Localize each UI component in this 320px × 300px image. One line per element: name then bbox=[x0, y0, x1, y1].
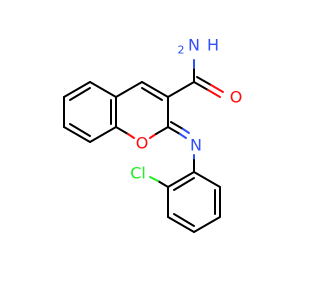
amide-hydrogen-count: 2 bbox=[178, 44, 185, 57]
amide-hydrogen-label: H bbox=[207, 36, 219, 55]
bond bbox=[196, 76, 212, 86]
bond bbox=[115, 126, 129, 135]
bond bbox=[182, 128, 190, 134]
bond bbox=[89, 81, 117, 98]
imine-nitrogen-label: N bbox=[190, 136, 202, 155]
bond bbox=[167, 216, 195, 233]
ring-oxygen-label: O bbox=[136, 134, 149, 153]
bond bbox=[157, 180, 169, 188]
imine-group bbox=[167, 121, 195, 173]
bond bbox=[69, 123, 91, 137]
carboxamide-group bbox=[167, 59, 224, 98]
background bbox=[0, 0, 300, 300]
pyran-ring bbox=[115, 81, 169, 139]
chlorophenyl-ring bbox=[149, 171, 221, 233]
bond bbox=[115, 81, 143, 98]
bond bbox=[63, 126, 91, 143]
bond bbox=[127, 133, 135, 139]
amide-nitrogen-label: N bbox=[188, 36, 200, 55]
bond bbox=[89, 126, 117, 143]
bond bbox=[173, 177, 195, 191]
structure-diagram: N H 2 O O N Cl bbox=[0, 0, 300, 300]
bond bbox=[173, 213, 195, 227]
benzo-ring bbox=[63, 81, 117, 143]
bond bbox=[179, 133, 187, 139]
bond bbox=[149, 133, 157, 139]
bond bbox=[193, 81, 209, 91]
chlorine-label: Cl bbox=[130, 164, 146, 183]
carbonyl-oxygen-label: O bbox=[230, 88, 243, 107]
bond bbox=[141, 87, 163, 101]
bond bbox=[141, 81, 169, 98]
bond bbox=[155, 126, 169, 135]
bond bbox=[167, 171, 195, 188]
bond bbox=[63, 81, 91, 98]
bond bbox=[210, 84, 224, 93]
bond bbox=[167, 126, 181, 135]
bond bbox=[193, 216, 221, 233]
bond bbox=[149, 176, 159, 182]
bond bbox=[170, 121, 184, 130]
bond bbox=[69, 87, 91, 101]
bond bbox=[193, 171, 221, 188]
bond bbox=[167, 81, 195, 98]
bond bbox=[207, 89, 221, 98]
